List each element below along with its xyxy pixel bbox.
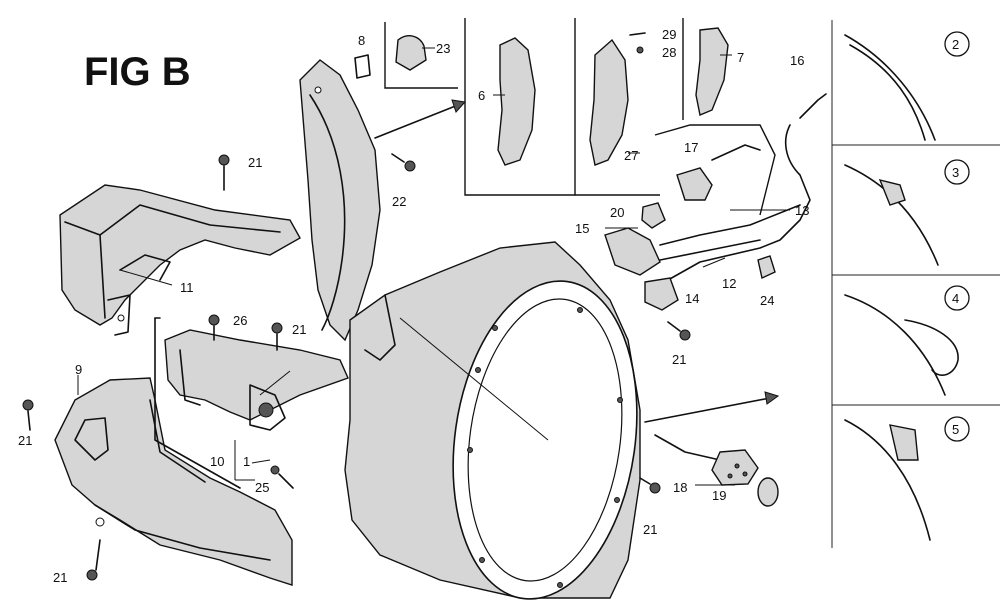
callout-25: 25 [255,480,269,495]
bolt-26 [208,314,220,341]
curved-shroud [299,59,381,342]
callout-26: 26 [233,313,247,328]
bolts [22,153,691,581]
bolt-21-housing [639,477,661,494]
callout-21-mid: 21 [292,322,306,337]
callout-16: 16 [790,53,804,68]
callout-23: 23 [436,41,450,56]
clip-box [354,22,458,89]
callout-15: 15 [575,221,589,236]
leader-lines [77,47,790,486]
callout-21-left: 21 [18,433,32,448]
callout-17: 17 [684,140,698,155]
callout-1: 1 [243,454,250,469]
callout-18: 18 [673,480,687,495]
callout-7: 7 [737,50,744,65]
bolt-22 [391,153,416,172]
callout-21: 21 [248,155,262,170]
variant-3-label: 3 [952,165,959,180]
callout-24: 24 [760,293,774,308]
ignition-wiring [604,93,827,311]
callout-10: 10 [210,454,224,469]
variant-2-label: 2 [952,37,959,52]
figure-title: FIG B [84,50,191,94]
callout-21-ign: 21 [672,352,686,367]
callout-29: 29 [662,27,676,42]
callout-22: 22 [392,194,406,209]
detail-box [464,18,729,196]
callout-labels: 21 11 22 8 23 6 29 28 27 7 16 17 20 13 1… [18,27,809,585]
bolt-21-left [22,399,34,431]
callout-8: 8 [358,33,365,48]
variant-panels [831,20,1000,548]
bolt-21-bottom [86,539,101,581]
bolt-25 [270,465,294,489]
callout-20: 20 [610,205,624,220]
variant-4-label: 4 [952,291,959,306]
callout-19: 19 [712,488,726,503]
callout-21-bottom: 21 [53,570,67,585]
bolt-21-ign [667,321,691,341]
callout-27: 27 [624,148,638,163]
callout-13: 13 [795,203,809,218]
callout-28: 28 [662,45,676,60]
connector-assembly [654,434,779,507]
variant-5-label: 5 [952,422,959,437]
bracket-assembly [154,317,349,489]
callout-6: 6 [478,88,485,103]
air-guide-upper [59,184,301,336]
callout-11: 11 [180,280,194,295]
callout-9: 9 [75,362,82,377]
callout-12: 12 [722,276,736,291]
bolt-21-top [218,154,230,191]
callout-21-housing: 21 [643,522,657,537]
bolt-21-mid [271,322,283,351]
pointer-arrows [374,99,780,423]
air-guide-lower [54,377,293,586]
variant-labels: 2 3 4 5 [944,31,970,442]
fan-housing [344,241,641,600]
callout-14: 14 [685,291,699,306]
